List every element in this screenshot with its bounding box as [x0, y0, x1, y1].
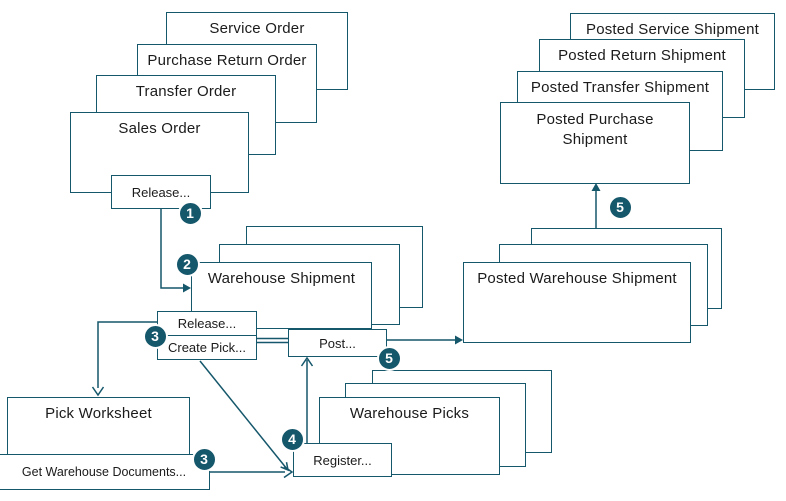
step-3-badge: 3 — [142, 323, 168, 349]
purchase-return-order-label: Purchase Return Order — [147, 52, 307, 69]
release-order-button-label: Release... — [131, 184, 191, 200]
step-4-badge: 4 — [279, 426, 305, 452]
release-shipment-button: Release... — [157, 311, 257, 336]
warehouse-picks-label: Warehouse Picks — [349, 405, 470, 422]
sales-order-label: Sales Order — [118, 120, 201, 137]
arrowhead-create-pick-to-register — [280, 462, 290, 472]
get-warehouse-documents-button: Get Warehouse Documents... — [0, 454, 210, 490]
step-2-badge: 2 — [174, 251, 200, 277]
posted-warehouse-shipment-label: Posted Warehouse Shipment — [477, 270, 677, 287]
posted-warehouse-shipment-box: Posted Warehouse Shipment — [463, 262, 691, 343]
post-button: Post... — [288, 329, 387, 357]
posted-service-shipment-label: Posted Service Shipment — [585, 21, 760, 38]
posted-purchase-shipment-label: Posted Purchase Shipment — [536, 111, 654, 149]
get-warehouse-documents-button-label: Get Warehouse Documents... — [21, 465, 187, 479]
transfer-order-label: Transfer Order — [135, 83, 237, 100]
posted-transfer-shipment-label: Posted Transfer Shipment — [530, 79, 710, 96]
service-order-label: Service Order — [209, 20, 305, 37]
step-1-badge: 1 — [177, 200, 203, 226]
arrowhead-post-to-posted-warehouse-shipment — [455, 335, 463, 345]
arrowhead-register-to-post — [300, 356, 314, 367]
register-button: Register... — [293, 443, 392, 477]
create-pick-button: Create Pick... — [157, 335, 257, 360]
step-5-badge-post: 5 — [376, 345, 402, 371]
arrowhead-to-pick-worksheet — [91, 386, 105, 397]
posted-purchase-shipment-box: Posted Purchase Shipment — [500, 102, 690, 184]
create-pick-button-label: Create Pick... — [167, 340, 247, 355]
arrowhead-documents-to-register — [283, 465, 294, 479]
step-5-badge-posted: 5 — [607, 194, 633, 220]
register-button-label: Register... — [313, 452, 372, 468]
post-button-label: Post... — [319, 335, 356, 351]
arrowhead-release-to-warehouse-shipment — [183, 283, 191, 293]
warehouse-shipment-label: Warehouse Shipment — [207, 270, 356, 287]
arrowhead-to-posted-purchase-shipment — [591, 183, 601, 191]
step-3-badge-worksheet: 3 — [191, 446, 217, 472]
release-shipment-button-label: Release... — [177, 316, 237, 331]
pick-worksheet-label: Pick Worksheet — [45, 405, 152, 422]
posted-return-shipment-label: Posted Return Shipment — [558, 47, 726, 64]
